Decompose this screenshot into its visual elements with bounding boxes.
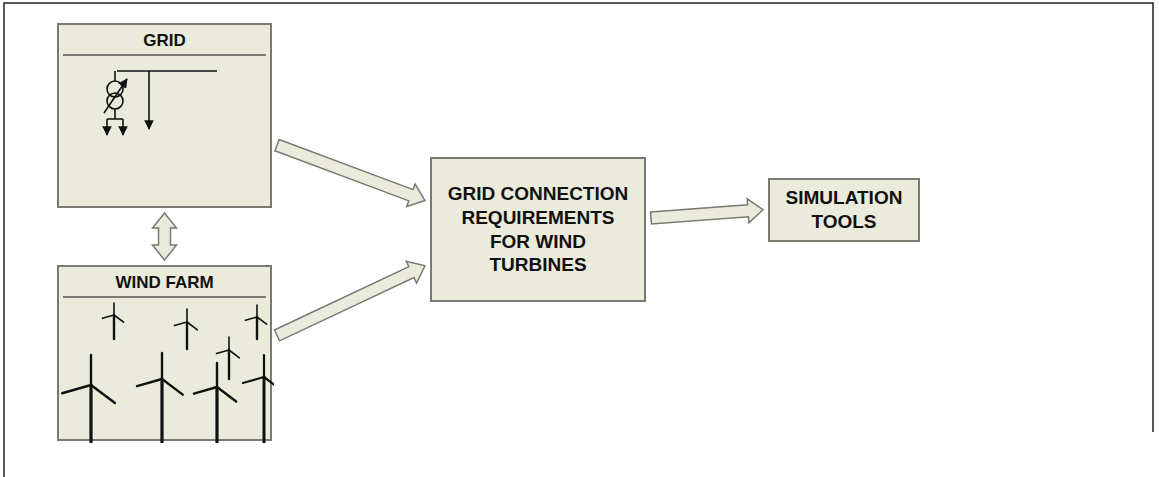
block-arrow bbox=[651, 199, 763, 224]
block-arrow bbox=[275, 139, 425, 206]
grid-box: GRID bbox=[57, 23, 272, 208]
block-arrow bbox=[274, 261, 425, 341]
process-box: GRID CONNECTION REQUIREMENTS FOR WIND TU… bbox=[430, 157, 646, 302]
box-heading: WIND FARM bbox=[63, 270, 266, 298]
wind-turbines bbox=[59, 267, 274, 443]
box-heading: GRID bbox=[63, 28, 266, 56]
grid-symbol bbox=[59, 25, 274, 210]
box-label: SIMULATION TOOLS bbox=[770, 180, 918, 240]
block-arrow bbox=[153, 213, 177, 260]
process-box: SIMULATION TOOLS bbox=[768, 178, 920, 242]
wind-farm-box: WIND FARM bbox=[57, 265, 272, 441]
box-label: GRID CONNECTION REQUIREMENTS FOR WIND TU… bbox=[432, 176, 644, 283]
